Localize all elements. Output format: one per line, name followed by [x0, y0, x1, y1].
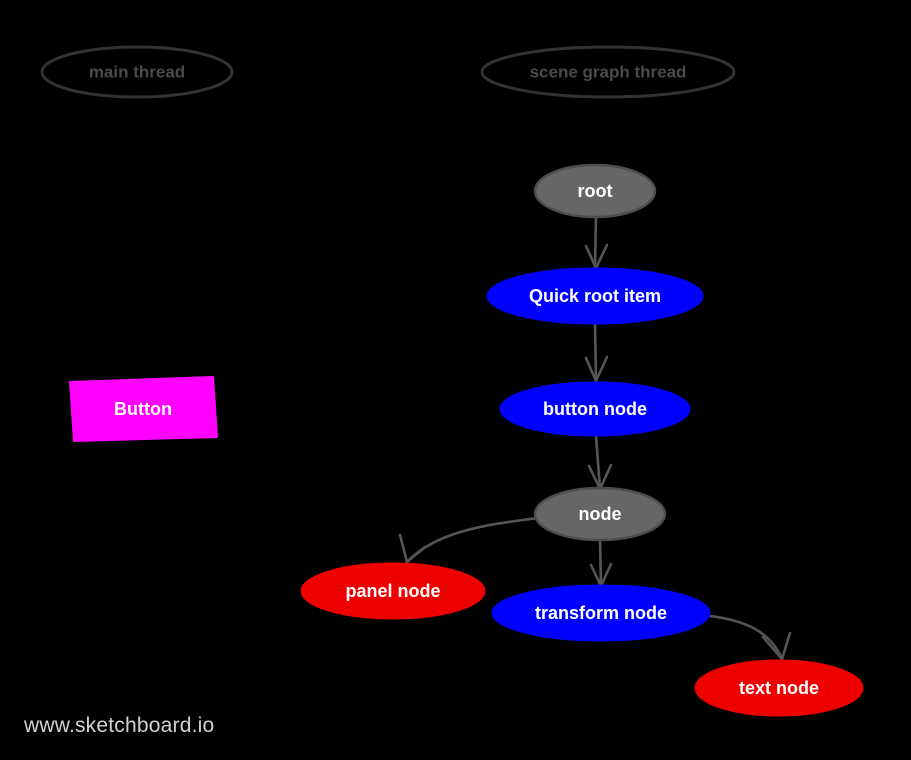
- swimlane-main-thread[interactable]: main thread: [40, 45, 234, 99]
- edge-button-node-to-node[interactable]: [587, 434, 613, 491]
- node-quick-root-item-shape[interactable]: [486, 267, 704, 325]
- swimlane-main-thread-label: main thread: [89, 62, 185, 81]
- edge-quick-root-item-to-button-node-arrowhead: [584, 355, 609, 383]
- node-node-shape[interactable]: [533, 486, 667, 542]
- node-button-label: Button: [114, 399, 172, 419]
- edge-quick-root-item-to-button-node-line: [593, 322, 598, 383]
- node-button-node[interactable]: button node: [499, 381, 691, 437]
- node-quick-root-item-label: Quick root item: [529, 286, 661, 306]
- node-node-label: node: [579, 504, 622, 524]
- node-root[interactable]: root: [533, 163, 657, 219]
- node-transform-node-label: transform node: [535, 603, 667, 623]
- node-quick-root-item[interactable]: Quick root item: [486, 267, 704, 325]
- sketchboard-watermark: www.sketchboard.io: [24, 714, 215, 737]
- swimlane-main-thread-ellipse[interactable]: [40, 45, 234, 99]
- node-button-node-label: button node: [543, 399, 647, 419]
- edge-root-to-quick-root-item-line: [593, 215, 598, 270]
- edge-node-to-panel-node-arrowhead: [398, 533, 427, 564]
- edge-root-to-quick-root-item[interactable]: [584, 215, 609, 270]
- node-node[interactable]: node: [533, 486, 667, 542]
- node-button[interactable]: Button: [69, 376, 218, 442]
- node-panel-node-label: panel node: [345, 581, 440, 601]
- node-button-node-shape[interactable]: [499, 381, 691, 437]
- node-button-shape[interactable]: [69, 376, 218, 442]
- edge-transform-node-to-text-node-line: [708, 614, 784, 661]
- edge-transform-node-to-text-node[interactable]: [708, 614, 792, 661]
- edge-node-to-transform-node-line: [598, 538, 603, 588]
- swimlane-scene-graph-thread-label: scene graph thread: [530, 62, 687, 81]
- edge-transform-node-to-text-node-arrowhead: [761, 631, 792, 661]
- node-transform-node[interactable]: transform node: [491, 584, 711, 642]
- swimlane-scene-graph-thread-ellipse[interactable]: [480, 45, 736, 99]
- node-transform-node-shape[interactable]: [491, 584, 711, 642]
- node-root-label: root: [578, 181, 613, 201]
- edge-quick-root-item-to-button-node[interactable]: [584, 322, 609, 383]
- node-text-node-shape[interactable]: [694, 659, 864, 717]
- node-root-shape[interactable]: [533, 163, 657, 219]
- node-text-node-label: text node: [739, 678, 819, 698]
- edge-button-node-to-node-line: [594, 434, 602, 491]
- node-panel-node[interactable]: panel node: [300, 562, 486, 620]
- node-text-node[interactable]: text node: [694, 659, 864, 717]
- edge-node-to-transform-node[interactable]: [589, 538, 613, 588]
- edge-node-to-panel-node[interactable]: [398, 516, 540, 564]
- edge-node-to-panel-node-line: [405, 516, 540, 564]
- node-panel-node-shape[interactable]: [300, 562, 486, 620]
- swimlane-scene-graph-thread[interactable]: scene graph thread: [480, 45, 736, 99]
